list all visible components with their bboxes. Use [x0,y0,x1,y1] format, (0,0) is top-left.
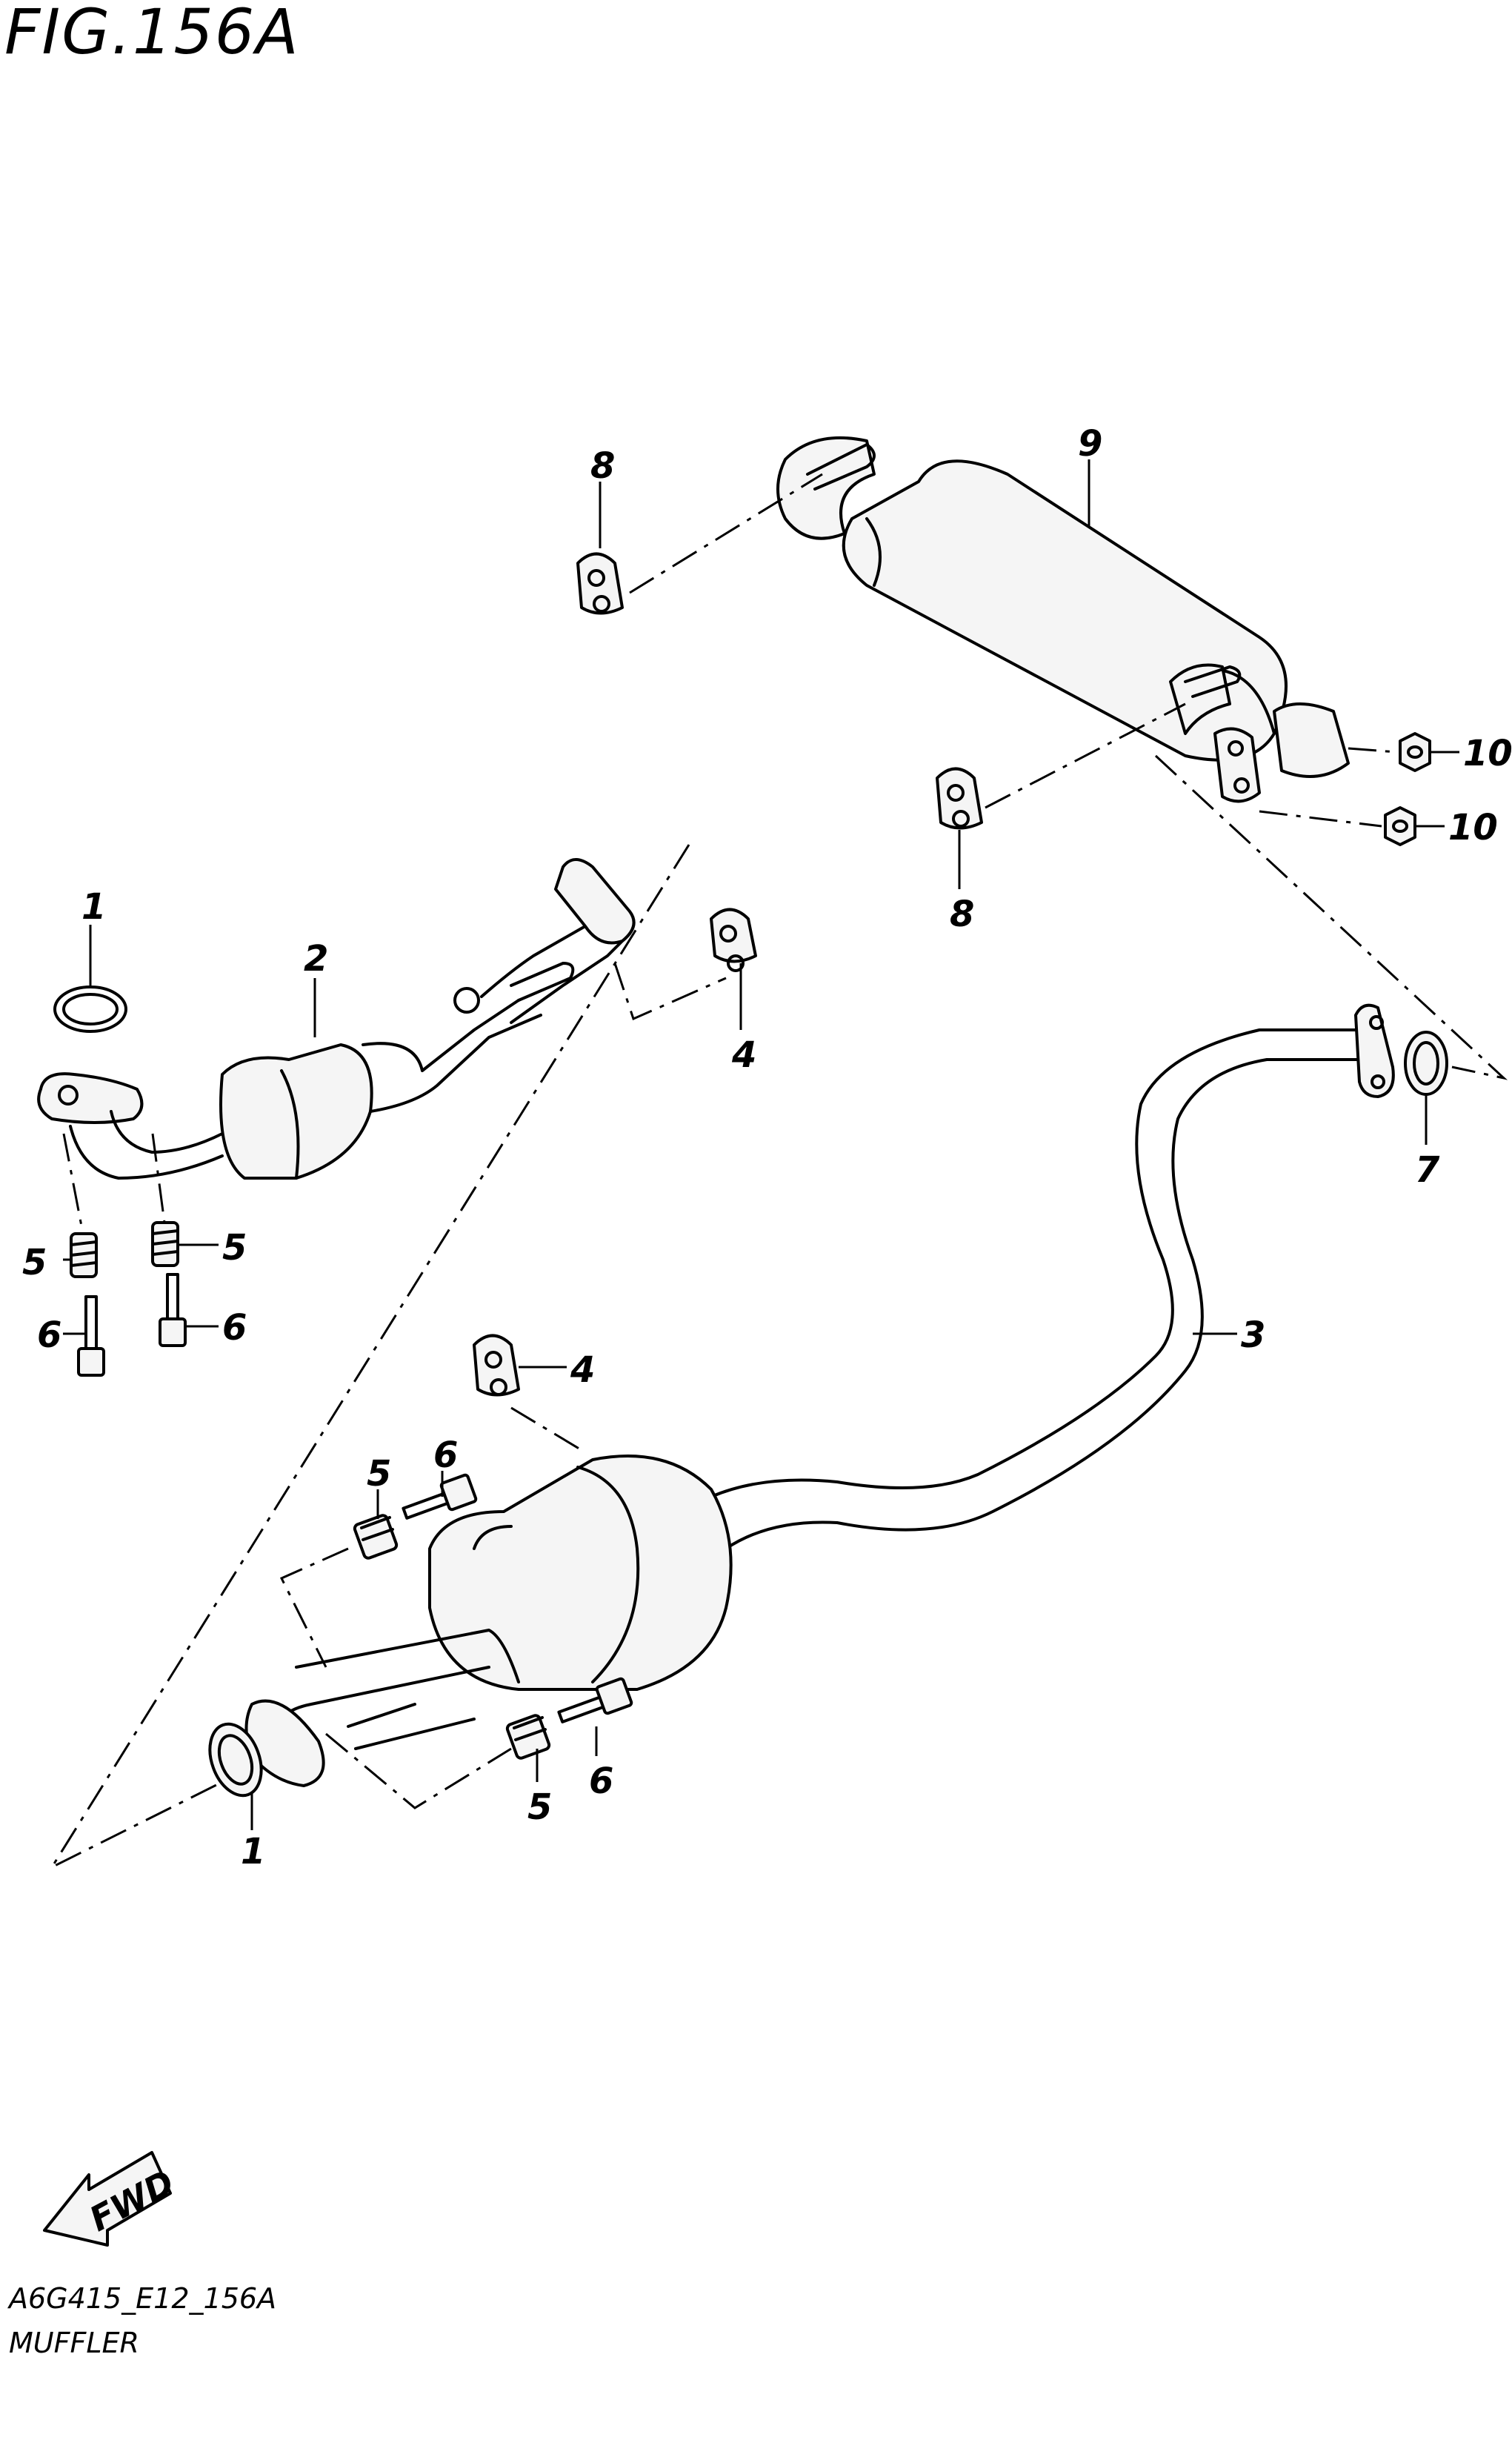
figure-name: MUFFLER [9,2327,139,2359]
callout-6-center-lower: 6 [589,1761,613,1802]
callout-5-right: 5 [222,1227,247,1269]
callout-6-left: 6 [37,1314,61,1356]
part-3-center-pipe-resonator[interactable] [244,1003,1395,1787]
callout-3: 3 [1241,1314,1265,1356]
callout-2: 2 [304,938,328,980]
part-5-spring-right-upper[interactable] [151,1221,179,1267]
part-2-front-pipe-catalyst[interactable] [37,858,636,1180]
part-5-spring-left[interactable] [70,1232,98,1278]
assembly-guide-right [1154,754,1508,1080]
callout-1-lower: 1 [241,1831,265,1872]
part-6-bolt-right-upper[interactable] [159,1273,187,1347]
guide-4-upper [613,963,727,1021]
guide-5-center-upper [279,1547,349,1668]
part-10-nut-lower[interactable] [1384,806,1416,846]
guide-8-upper [629,473,823,594]
part-6-bolt-center-upper[interactable] [402,1473,478,1520]
part-10-nut-upper[interactable] [1399,732,1431,772]
callout-8-lower: 8 [950,894,974,935]
guide-5a [62,1133,84,1234]
callout-1-upper: 1 [81,886,106,928]
callout-8-upper: 8 [590,445,615,487]
figure-code: A6G415_E12_156A [9,2282,277,2315]
callout-10-upper: 10 [1463,733,1512,774]
callout-7: 7 [1415,1149,1440,1191]
guide-4-lower [510,1406,586,1454]
part-6-bolt-center-lower[interactable] [557,1677,633,1723]
figure-title: FIG.156A [4,0,300,68]
callout-10-lower: 10 [1448,807,1498,848]
callout-6-right: 6 [222,1307,247,1349]
guide-5b [151,1133,166,1223]
part-8-hanger-upper[interactable] [576,552,624,615]
part-8-hanger-lower[interactable] [936,767,983,830]
part-5-spring-center-upper[interactable] [353,1514,399,1560]
guide-10-lower [1259,810,1382,828]
fwd-arrow-icon: FWD [43,2151,181,2247]
part-5-spring-center-lower[interactable] [505,1714,551,1760]
callout-5-left: 5 [22,1242,47,1283]
guide-10-upper [1348,747,1397,754]
part-4-hanger-upper[interactable] [710,908,757,972]
guide-8-lower [985,702,1186,809]
part-7-gasket[interactable] [1404,1031,1448,1096]
assembly-guide-left [48,844,690,1870]
callout-6-center-upper: 6 [433,1435,458,1476]
callout-5-center-lower: 5 [527,1786,552,1828]
part-4-hanger-lower[interactable] [473,1334,520,1397]
callout-4-lower: 4 [570,1349,595,1391]
part-1-gasket-upper[interactable] [53,985,127,1033]
guide-5-center-lower [325,1732,512,1809]
part-6-bolt-left[interactable] [77,1295,105,1377]
callout-5-center-upper: 5 [367,1453,391,1495]
part-9-main-muffler[interactable] [776,436,1350,803]
callout-9: 9 [1078,423,1102,465]
callout-4-upper: 4 [731,1034,756,1076]
part-1-gasket-lower[interactable] [201,1717,270,1803]
